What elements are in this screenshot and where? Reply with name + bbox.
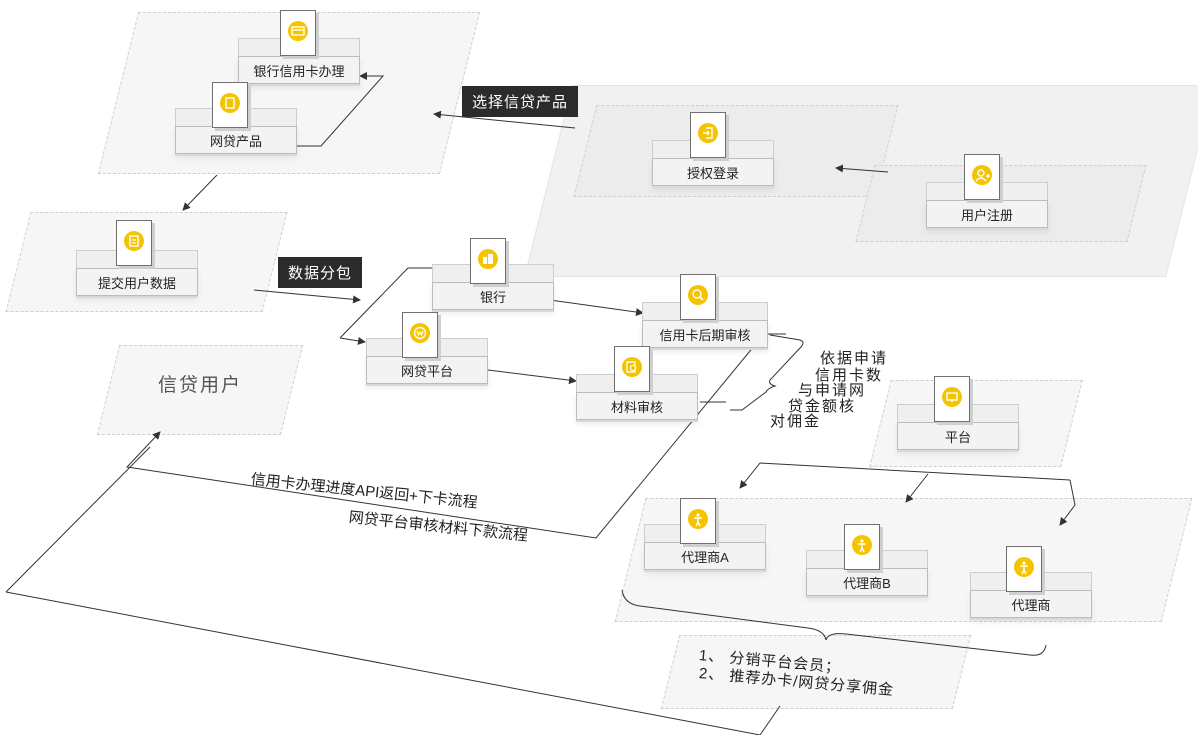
commission-basis-line-5: 对佣金 bbox=[770, 413, 822, 430]
add-user-icon bbox=[972, 165, 992, 185]
authorize-login-card bbox=[690, 112, 726, 158]
bank-label: 银行 bbox=[479, 290, 506, 305]
credit-user-label: 信贷用户 bbox=[158, 375, 243, 396]
material-review-card bbox=[614, 346, 650, 392]
commission-basis-line-2: 信用卡数 bbox=[815, 367, 884, 384]
platform-card bbox=[934, 376, 970, 422]
card-post-review-card bbox=[680, 274, 716, 320]
person-icon bbox=[1014, 557, 1034, 577]
agent-b-label: 代理商B bbox=[843, 576, 891, 591]
bank-card bbox=[470, 238, 506, 284]
document-icon bbox=[220, 93, 240, 113]
review-icon bbox=[688, 285, 708, 305]
bank-card-apply-card bbox=[280, 10, 316, 56]
person-icon bbox=[852, 535, 872, 555]
user-register-label: 用户注册 bbox=[960, 208, 1013, 223]
material-review-node[interactable]: 材料审核 bbox=[576, 374, 698, 420]
login-icon bbox=[698, 123, 718, 143]
agent-b-card bbox=[844, 524, 880, 570]
agent-card bbox=[1006, 546, 1042, 592]
authorize-login-label: 授权登录 bbox=[686, 166, 739, 181]
agent-a-label: 代理商A bbox=[681, 550, 729, 565]
web-icon bbox=[410, 323, 430, 343]
submit-user-data-card bbox=[116, 220, 152, 266]
commission-basis-line-3: 与申请网 bbox=[798, 382, 867, 399]
credit-card-icon bbox=[288, 21, 308, 41]
commission-basis-line-4: 贷金额核 bbox=[788, 398, 857, 415]
online-loan-product-label: 网贷产品 bbox=[209, 134, 262, 149]
bank-card-apply-node[interactable]: 银行信用卡办理 bbox=[238, 38, 360, 84]
building-icon bbox=[478, 249, 498, 269]
user-register-card bbox=[964, 154, 1000, 200]
material-review-label: 材料审核 bbox=[610, 400, 663, 415]
card-post-review-label: 信用卡后期审核 bbox=[659, 328, 751, 343]
search-doc-icon bbox=[622, 357, 642, 377]
online-loan-platform-card bbox=[402, 312, 438, 358]
select-credit-product-tag: 选择信贷产品 bbox=[462, 86, 579, 117]
agent-label: 代理商 bbox=[1011, 598, 1051, 613]
commission-basis-line-1: 依据申请 bbox=[820, 350, 889, 367]
online-loan-platform-label: 网贷平台 bbox=[400, 364, 453, 379]
online-loan-product-card bbox=[212, 82, 248, 128]
agent-a-card bbox=[680, 498, 716, 544]
submit-user-data-label: 提交用户数据 bbox=[97, 276, 176, 291]
person-icon bbox=[688, 509, 708, 529]
data-split-tag: 数据分包 bbox=[278, 257, 363, 288]
bank-card-apply-label: 银行信用卡办理 bbox=[253, 64, 345, 79]
platform-label: 平台 bbox=[944, 430, 971, 445]
monitor-icon bbox=[942, 387, 962, 407]
form-icon bbox=[124, 231, 144, 251]
